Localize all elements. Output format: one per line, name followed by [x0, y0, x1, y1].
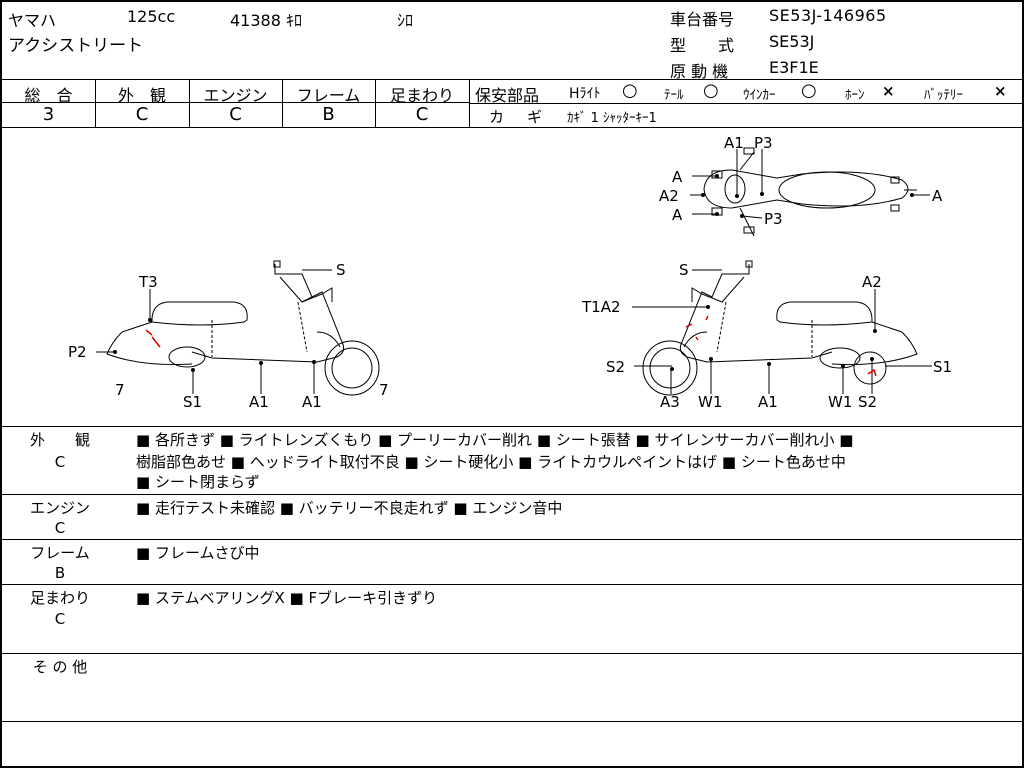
divider	[469, 103, 1024, 104]
divider	[2, 127, 1024, 128]
engine-remarks-grade: C	[54, 519, 66, 537]
frame-grade: B	[322, 104, 335, 125]
frame-remarks-grade: B	[54, 564, 66, 582]
diagram-label: T3	[138, 273, 158, 291]
diagram-label: P2	[68, 343, 87, 361]
type-value: SE53J	[769, 32, 815, 51]
battery-label: ﾊﾞｯﾃﾘｰ	[924, 88, 963, 103]
exterior-remarks-label: 外 観	[29, 431, 90, 449]
divider	[469, 79, 470, 127]
left-view-labels: S T3 P2 7 S1 A1 A1 7	[68, 261, 389, 411]
diagram-label: A1	[724, 134, 744, 152]
suspension-grade-label: 足まわり	[389, 86, 454, 105]
damage-diagram: A1 P3 A A2 A A P3	[68, 134, 952, 411]
winker-label: ｳｲﾝｶｰ	[743, 88, 776, 103]
diagram-label: 7	[379, 381, 389, 399]
taillight-label: ﾃｰﾙ	[664, 88, 684, 103]
divider	[2, 102, 469, 103]
maker: ヤマハ	[8, 11, 57, 30]
suspension-grade: C	[415, 104, 429, 125]
diagram-label: S	[336, 261, 346, 279]
diagram-label: A1	[249, 393, 269, 411]
headlight-status: ○	[622, 80, 638, 101]
suspension-remarks-line1: ■ ステムベアリングX ■ Fブレーキ引きずり	[136, 589, 438, 607]
overall-grade: 3	[42, 104, 55, 125]
exterior-label: 外 観	[117, 86, 166, 105]
mileage: 41388 ｷﾛ	[230, 11, 302, 30]
horn-label: ﾎｰﾝ	[845, 88, 865, 103]
diagram-label: A3	[660, 393, 680, 411]
diagram-label: W1	[698, 393, 722, 411]
scooter-top-view	[690, 147, 930, 237]
key-label: カ ギ	[489, 108, 547, 126]
exterior-grade: C	[135, 104, 149, 125]
divider	[95, 79, 96, 127]
frame-remarks-label: フレーム	[30, 544, 90, 562]
diagram-label: A2	[659, 187, 679, 205]
divider	[2, 584, 1024, 585]
divider	[2, 653, 1024, 654]
model-name: アクシストリート	[8, 36, 144, 56]
engine-grade: C	[229, 104, 242, 125]
diagram-label: A1	[758, 393, 778, 411]
divider	[2, 494, 1024, 495]
suspension-remarks-grade: C	[54, 610, 66, 628]
headlight-label: Hﾗｲﾄ	[569, 86, 601, 102]
divider	[2, 539, 1024, 540]
frame-grade-label: フレーム	[296, 86, 361, 105]
diagram-label: A1	[302, 393, 322, 411]
exterior-remarks-grade: C	[54, 453, 66, 471]
frame-no: SE53J-146965	[769, 6, 887, 25]
diagram-label: P3	[754, 134, 773, 152]
diagram-label: A2	[862, 273, 882, 291]
overall-label: 総 合	[24, 86, 73, 105]
diagram-label: 7	[115, 381, 125, 399]
taillight-status: ○	[703, 80, 719, 101]
key-value: ｶｷﾞ 1 ｼｬｯﾀｰｷｰ1	[567, 111, 657, 126]
top-view-labels: A1 P3 A A2 A A P3	[659, 134, 943, 228]
diagram-label: P3	[764, 210, 783, 228]
frame-remarks-line1: ■ フレームさび中	[136, 544, 260, 562]
horn-status: ×	[882, 82, 895, 100]
frame-no-label: 車台番号	[670, 10, 735, 29]
exterior-remarks-line2: 樹脂部色あせ ■ ヘッドライト取付不良 ■ シート硬化小 ■ ライトカウルペイン…	[136, 453, 846, 471]
diagram-label: S2	[858, 393, 877, 411]
divider	[375, 79, 376, 127]
scooter-left-view	[96, 260, 380, 396]
scooter-right-view	[632, 260, 932, 396]
suspension-remarks-label: 足まわり	[29, 589, 90, 607]
diagram-label: S2	[606, 358, 625, 376]
winker-status: ○	[801, 80, 817, 101]
displacement: 125cc	[127, 7, 176, 26]
divider	[282, 79, 283, 127]
diagram-label: W1	[828, 393, 852, 411]
other-remarks-label: そ の 他	[32, 658, 88, 676]
diagram-label: S	[679, 261, 689, 279]
diagram-label: A	[672, 168, 683, 186]
color: ｼﾛ	[397, 11, 414, 30]
type-label: 型 式	[670, 36, 735, 55]
divider	[2, 79, 1024, 80]
diagram-label: T1A2	[581, 298, 621, 316]
right-view-labels: S A2 T1A2 S2 S1 A3 W1 A1 W1 S2	[581, 261, 952, 411]
divider	[189, 79, 190, 127]
diagram-label: S1	[183, 393, 202, 411]
exterior-remarks-line1: ■ 各所きず ■ ライトレンズくもり ■ プーリーカバー削れ ■ シート張替 ■…	[136, 431, 854, 449]
battery-status: ×	[994, 82, 1007, 100]
engine-value: E3F1E	[769, 58, 819, 77]
diagram-label: A	[932, 187, 943, 205]
engine-remarks-label: エンジン	[29, 499, 90, 517]
diagram-label: S1	[933, 358, 952, 376]
engine-label: 原 動 機	[670, 62, 729, 81]
diagram-label: A	[672, 206, 683, 224]
engine-grade-label: エンジン	[203, 86, 268, 105]
engine-remarks-line1: ■ 走行テスト未確認 ■ バッテリー不良走れず ■ エンジン音中	[136, 499, 563, 517]
divider	[2, 426, 1024, 427]
safety-label: 保安部品	[475, 86, 540, 105]
divider	[2, 721, 1024, 722]
exterior-remarks-line3: ■ シート閉まらず	[136, 473, 260, 491]
